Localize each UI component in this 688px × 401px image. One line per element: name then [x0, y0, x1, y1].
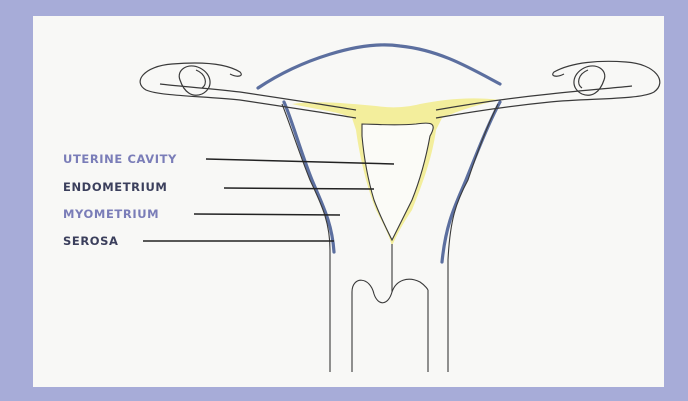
fallopian-tube-right: [436, 61, 660, 118]
leader-line-myometrium: [194, 214, 340, 215]
label-endometrium: ENDOMETRIUM: [63, 180, 167, 194]
serosa-fundus: [258, 45, 500, 88]
label-myometrium: MYOMETRIUM: [63, 207, 159, 221]
ovary-left: [179, 66, 210, 95]
cervix-outline: [330, 244, 448, 372]
label-uterine-cavity: UTERINE CAVITY: [63, 152, 177, 166]
serosa-right: [442, 102, 500, 262]
label-serosa: SEROSA: [63, 234, 119, 248]
leader-line-endometrium: [224, 188, 374, 189]
